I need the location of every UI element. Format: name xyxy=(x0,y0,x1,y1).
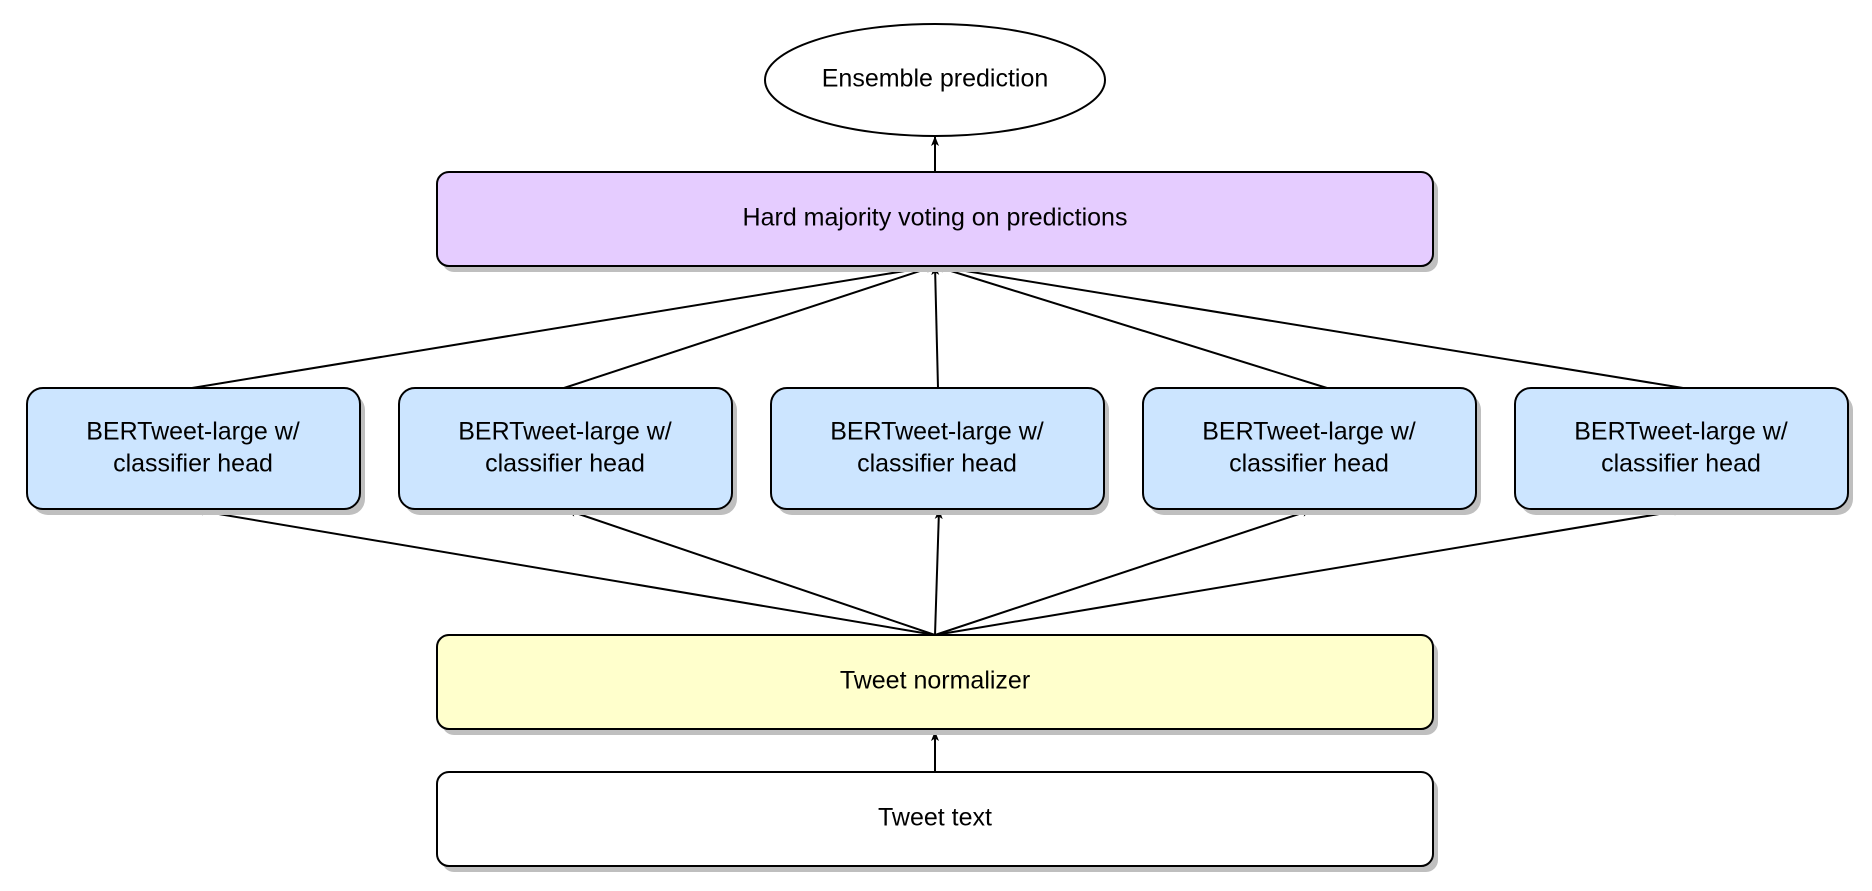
model-box-4 xyxy=(1142,387,1477,510)
edge-model-4-to-voting xyxy=(934,264,1328,389)
edge-normalizer-to-model-1 xyxy=(194,507,936,636)
output-label: Ensemble prediction xyxy=(822,65,1049,93)
edge-normalizer-to-model-5 xyxy=(934,507,1684,636)
model-label-3-line2: classifier head xyxy=(857,450,1017,478)
model-node-3: BERTweet-large w/ classifier head xyxy=(770,387,1109,515)
normalizer-label: Tweet normalizer xyxy=(840,667,1030,695)
model-node-2: BERTweet-large w/ classifier head xyxy=(398,387,737,515)
edges xyxy=(191,136,1684,772)
edge-normalizer-to-model-4 xyxy=(934,509,1312,636)
edge-model-2-to-voting xyxy=(563,265,936,389)
output-node: Ensemble prediction xyxy=(764,23,1106,137)
model-label-2-line1: BERTweet-large w/ xyxy=(458,418,672,446)
model-label-1-line1: BERTweet-large w/ xyxy=(86,418,300,446)
normalizer-node: Tweet normalizer xyxy=(436,634,1438,735)
model-label-3-line1: BERTweet-large w/ xyxy=(830,418,1044,446)
edge-normalizer-to-model-2 xyxy=(566,509,936,636)
model-label-2-line2: classifier head xyxy=(485,450,645,478)
edge-model-1-to-voting xyxy=(191,263,936,389)
model-node-5: BERTweet-large w/ classifier head xyxy=(1514,387,1853,515)
input-label: Tweet text xyxy=(878,804,992,832)
model-label-4-line1: BERTweet-large w/ xyxy=(1202,418,1416,446)
voting-box xyxy=(436,171,1434,267)
model-label-4-line2: classifier head xyxy=(1229,450,1389,478)
input-box xyxy=(436,771,1434,867)
voting-label: Hard majority voting on predictions xyxy=(743,204,1128,232)
normalizer-box xyxy=(436,634,1434,730)
model-node-4: BERTweet-large w/ classifier head xyxy=(1142,387,1481,515)
input-node: Tweet text xyxy=(436,771,1438,872)
model-box-5 xyxy=(1514,387,1849,510)
model-nodes: BERTweet-large w/ classifier head BERTwe… xyxy=(26,387,1853,515)
model-label-5-line1: BERTweet-large w/ xyxy=(1574,418,1788,446)
edge-model-5-to-voting xyxy=(934,263,1684,389)
model-node-1: BERTweet-large w/ classifier head xyxy=(26,387,365,515)
model-box-2 xyxy=(398,387,733,510)
voting-node: Hard majority voting on predictions xyxy=(436,171,1438,272)
output-ellipse xyxy=(764,23,1106,137)
edge-model-3-to-voting xyxy=(931,265,940,389)
edge-normalizer-to-model-3 xyxy=(934,509,943,636)
model-box-1 xyxy=(26,387,361,510)
model-label-5-line2: classifier head xyxy=(1601,450,1761,478)
model-box-3 xyxy=(770,387,1105,510)
model-label-1-line2: classifier head xyxy=(113,450,273,478)
